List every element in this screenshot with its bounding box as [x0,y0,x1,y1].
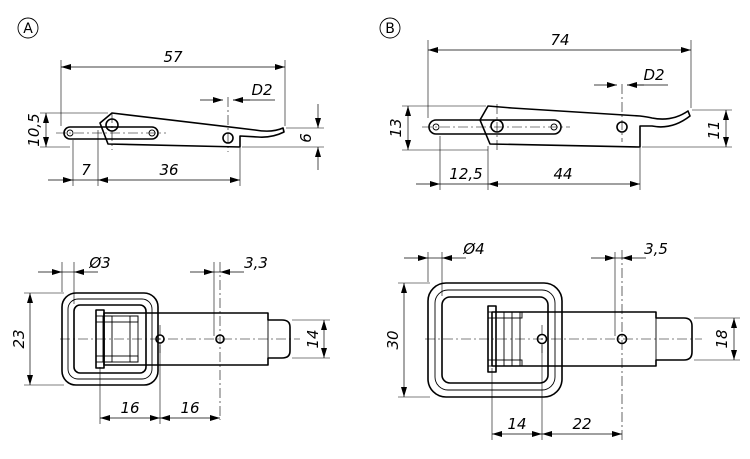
view-b-hole-dia-dim: Ø4 [462,240,484,258]
view-a-height-dim: 10,5 [25,113,43,146]
view-b-hole-offset-dim: 3,5 [644,240,668,258]
view-a-tongue-width-dim: 14 [304,329,322,348]
view-a-span2-dim: 16 [180,399,199,417]
view-a-label: A [17,17,39,39]
view-b-lever [479,105,691,148]
view-b-latch-bar [428,119,562,135]
view-b-top: Ø4 3,5 30 18 14 22 [384,240,740,440]
view-a-pin-dia-dim: D2 [251,81,272,99]
view-a-hole-dia-dim: Ø3 [88,254,110,272]
view-a-latch-bar [63,126,159,140]
view-a-lever [99,112,285,148]
view-a: A 57 D2 [10,17,330,424]
view-b-span1-dim: 14 [507,415,526,433]
view-b-pin-dia-dim: D2 [643,66,664,84]
view-b-length-dim: 74 [550,31,569,49]
view-a-pivot-dim: 36 [159,161,178,179]
view-b: B 74 D2 [379,17,740,440]
view-b-offset-dim: 12,5 [449,165,482,183]
view-b-tongue-width-dim: 18 [713,329,731,348]
view-a-offset-dim: 7 [81,161,91,179]
svg-text:A: A [23,21,33,37]
view-a-width-dim: 23 [10,329,28,348]
view-b-side: 74 D2 13 11 12,5 44 [387,31,732,190]
view-b-span2-dim: 22 [572,415,591,433]
view-b-frame-outer [427,282,563,398]
view-a-hook-height-dim: 6 [297,133,315,143]
view-b-pivot-dim: 44 [553,165,572,183]
view-a-span1-dim: 16 [120,399,139,417]
view-b-hook-height-dim: 11 [705,120,723,139]
view-b-height-dim: 13 [387,118,405,137]
view-a-side: 57 D2 10,5 6 7 36 [25,48,324,186]
view-a-tongue [103,312,291,366]
view-a-top: Ø3 3,3 23 14 16 16 [10,254,330,424]
view-a-hole-offset-dim: 3,3 [244,254,268,272]
svg-text:B: B [385,21,395,37]
view-a-length-dim: 57 [163,48,183,66]
view-b-width-dim: 30 [384,330,402,349]
view-b-label: B [379,17,401,39]
view-b-tongue [491,311,693,367]
